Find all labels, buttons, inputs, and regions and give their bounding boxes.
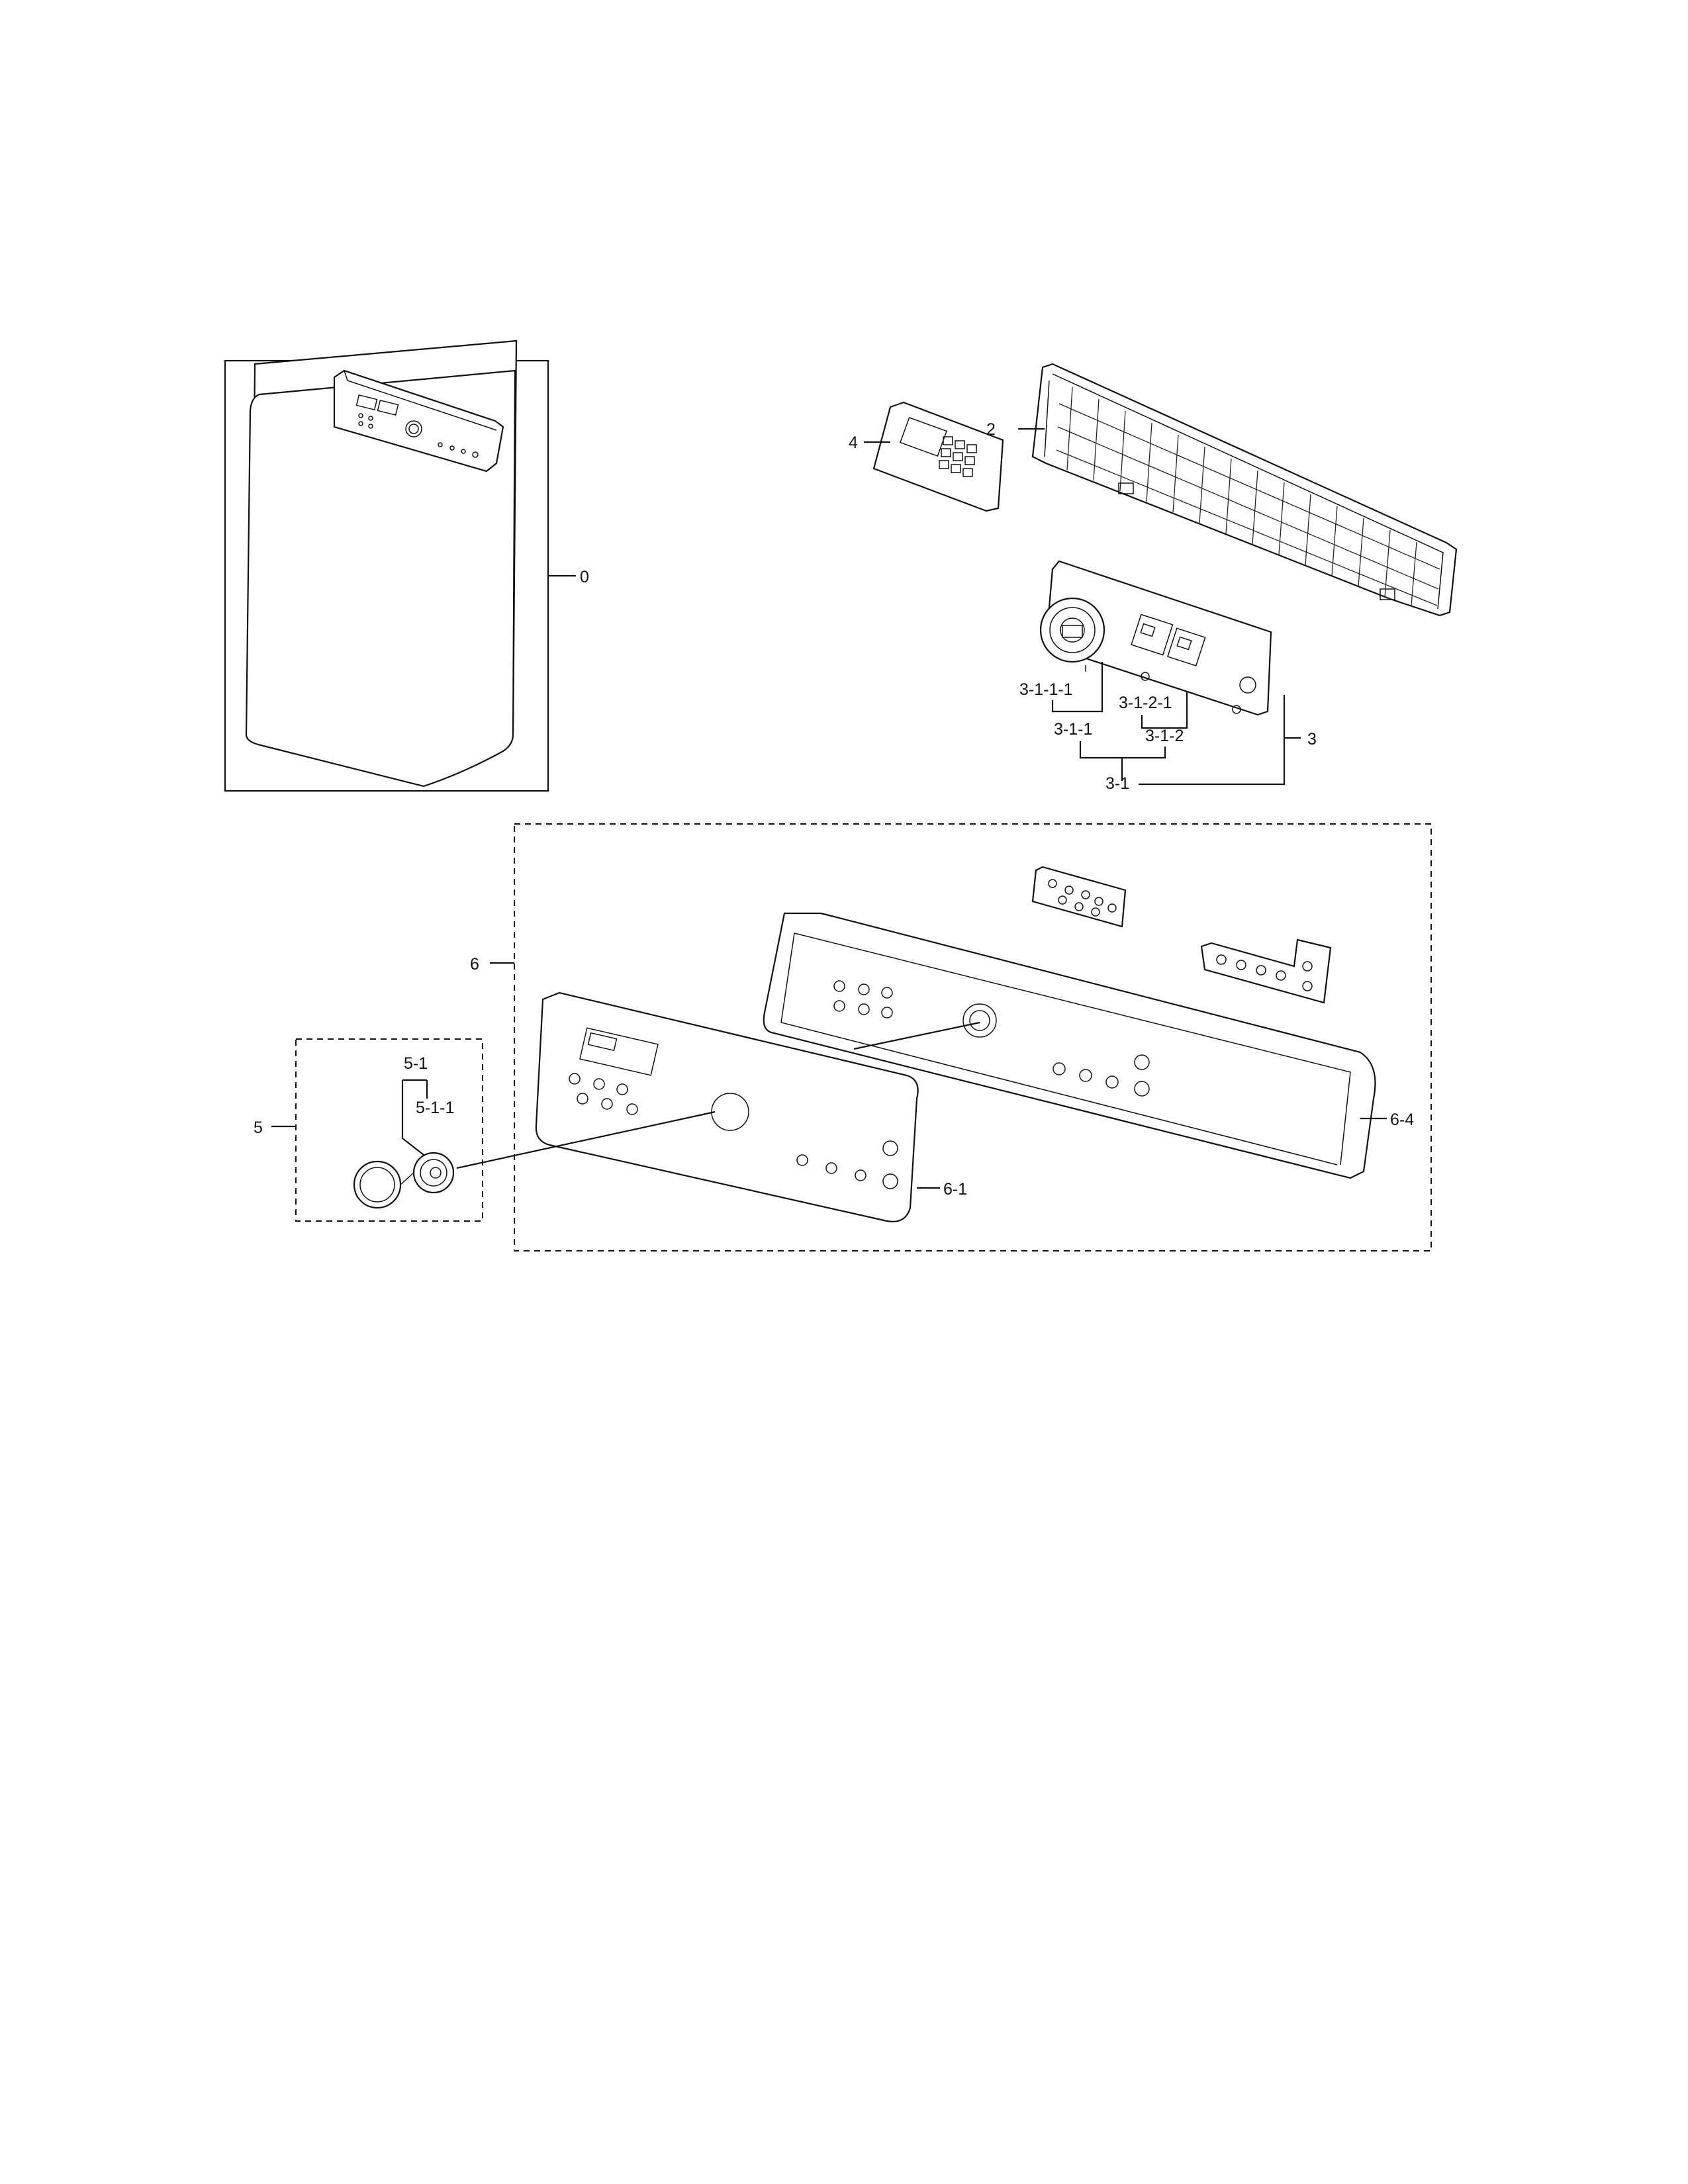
frame-panel-icon: [1031, 363, 1458, 617]
label-6-4: 6-4: [1390, 1111, 1414, 1129]
knob-socket: [962, 1003, 997, 1038]
label-3-1: 3-1: [1105, 774, 1129, 793]
washer-cabinet-body: [245, 369, 516, 788]
label-4: 4: [849, 433, 858, 452]
washer-overview: 0: [224, 340, 589, 792]
label-6: 6: [470, 955, 479, 974]
label-3: 3: [1307, 730, 1317, 749]
label-0: 0: [580, 568, 589, 586]
label-3-1-2: 3-1-2: [1145, 727, 1184, 745]
pcb-small: 4: [849, 401, 1004, 512]
label-3-1-2-1: 3-1-2-1: [1119, 694, 1172, 712]
touch-board-1: [1031, 866, 1127, 928]
label-5-1-1: 5-1-1: [416, 1099, 454, 1117]
assembly-6: 6 6-4: [470, 823, 1432, 1251]
label-5: 5: [254, 1118, 263, 1137]
label-3-1-1: 3-1-1: [1054, 720, 1092, 739]
assembly-5-frame: [295, 1038, 483, 1222]
knob-icon: [353, 1160, 402, 1209]
pcb-main: 3-1-1-1 3-1-1 3-1-2-1 3-1-2 3 3-1: [1019, 560, 1317, 793]
control-panel-housing: [763, 912, 1376, 1179]
pcb-assembly-icon: [872, 401, 1004, 512]
washer-console: [333, 369, 504, 473]
label-6-1: 6-1: [943, 1180, 967, 1199]
knob-base: [412, 1152, 455, 1194]
front-overlay-panel: [535, 991, 919, 1222]
assembly-6-frame: [514, 823, 1432, 1251]
frame-panel: 2: [986, 363, 1458, 617]
assembly-5: 5 5-1 5-1-1: [254, 1038, 716, 1222]
label-5-1: 5-1: [404, 1054, 428, 1073]
label-3-1-1-1: 3-1-1-1: [1019, 680, 1073, 699]
